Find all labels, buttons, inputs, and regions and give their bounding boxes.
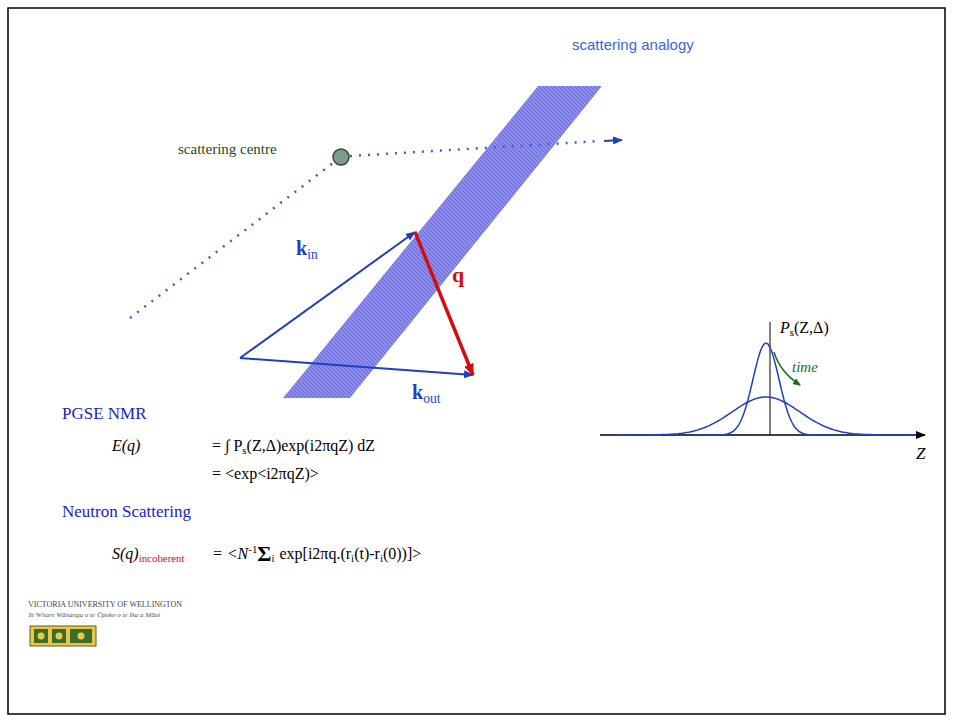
university-crest: [30, 626, 96, 646]
incoming-path: [130, 163, 333, 318]
label-text: scattering centre: [178, 141, 277, 157]
label-text: (Z,Δ): [794, 319, 829, 336]
centre-line: [770, 322, 771, 435]
label-text: = <exp<i2πqZ)>: [212, 465, 319, 482]
crest-ground: [30, 626, 96, 646]
label-text: in: [307, 247, 318, 262]
scattering-centre-dot: [333, 149, 349, 165]
label-text: PGSE NMR: [62, 404, 147, 423]
crest-block: [34, 629, 48, 643]
text-line: VICTORIA UNIVERSITY OF WELLINGTON: [28, 600, 182, 610]
text-line: Z: [916, 444, 925, 464]
text-line: E(q): [112, 436, 140, 455]
label-text: i: [380, 552, 383, 564]
k-out-vector: [240, 358, 473, 375]
label-text: k: [412, 381, 423, 403]
label-text: out: [423, 391, 440, 406]
label-text: k: [296, 237, 307, 259]
text-line: q: [452, 262, 464, 288]
text-line: = <exp<i2πqZ)>: [212, 464, 319, 483]
label-text: (Z,Δ)exp(i2πqZ) dZ: [247, 437, 376, 454]
label-text: P: [780, 319, 790, 336]
text-line: kin: [296, 236, 318, 263]
outgoing-path: [350, 141, 600, 156]
label-text: Z: [916, 444, 925, 463]
crest-block: [70, 629, 92, 643]
outgoing-arrow: [604, 140, 622, 141]
label-text: Te Whare Wānanga o te Ūpoko o te Ika a M…: [28, 611, 160, 619]
k-in-vector: [240, 232, 415, 358]
text-line: PGSE NMR: [62, 404, 147, 424]
label-text: i: [271, 552, 274, 564]
label-text: q: [452, 262, 464, 287]
text-line: = <N-1Σiexp[i2πq.(ri(t)-ri(0))]>: [212, 542, 421, 568]
label-text: -1: [248, 543, 257, 555]
text-line: kout: [412, 380, 441, 407]
label-text: VICTORIA UNIVERSITY OF WELLINGTON: [28, 600, 182, 609]
q-vector: [415, 232, 473, 375]
label-text: Neutron Scattering: [62, 502, 191, 521]
label-text: time: [792, 359, 818, 375]
crest-dot: [78, 633, 85, 640]
wide-distribution: [616, 397, 916, 435]
crest-dot: [38, 633, 45, 640]
text-line: = ∫ Ps(Z,Δ)exp(i2πqZ) dZ: [212, 436, 375, 457]
label-text: = ∫ P: [212, 437, 242, 454]
label-text: (t)-r: [354, 545, 380, 562]
text-line: scattering centre: [178, 140, 277, 158]
label-text: Σ: [257, 542, 271, 566]
label-text: exp[i2πq.(r: [279, 545, 351, 562]
label-text: i: [351, 552, 354, 564]
title-text: scattering analogy: [572, 36, 694, 53]
label-text: (0))]>: [383, 545, 421, 562]
label-text: E(q): [112, 437, 140, 454]
slide-title: scattering analogy: [572, 36, 694, 54]
scattering-band: [283, 86, 602, 398]
text-line: Ps(Z,Δ): [780, 318, 829, 339]
label-text: incoherent: [139, 552, 185, 564]
slide-border: [8, 8, 945, 714]
label-text: s: [242, 444, 246, 456]
crest-block: [52, 629, 66, 643]
text-line: Neutron Scattering: [62, 502, 191, 522]
label-text: S(q): [112, 545, 139, 562]
label-text: s: [790, 326, 794, 338]
text-line: S(q)incoherent: [112, 544, 185, 565]
label-text: = <N: [212, 545, 248, 562]
text-line: Te Whare Wānanga o te Ūpoko o te Ika a M…: [28, 611, 160, 619]
crest-dot: [56, 633, 63, 640]
text-line: time: [792, 358, 818, 376]
